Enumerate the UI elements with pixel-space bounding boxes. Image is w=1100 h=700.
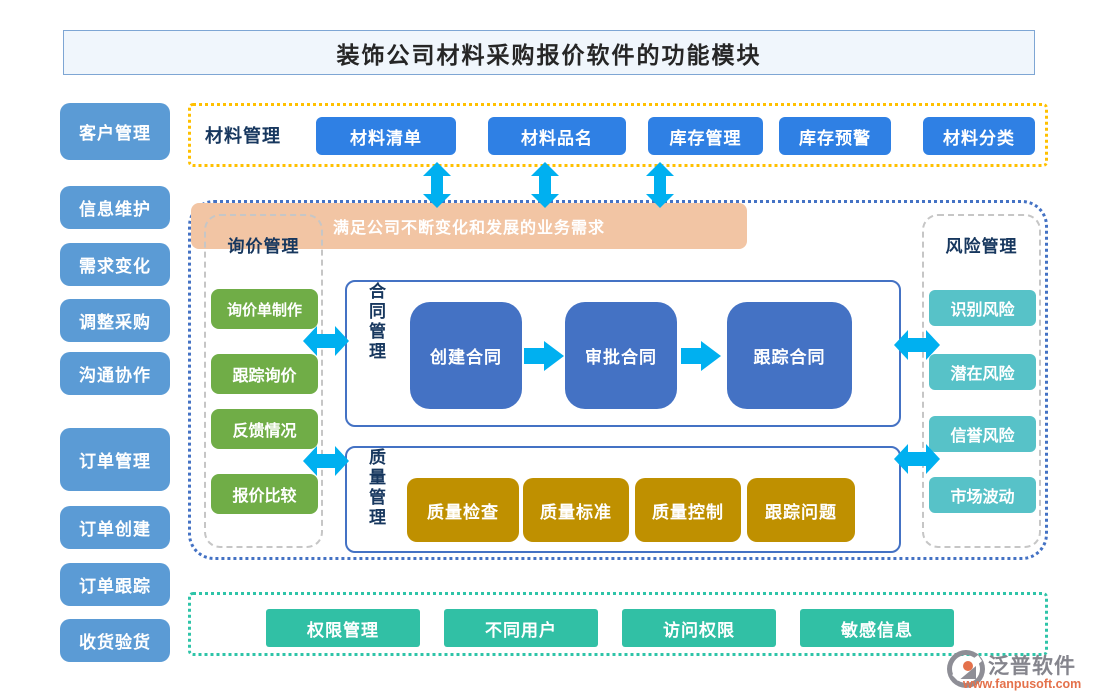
- quality-management-label: 质量管理: [366, 448, 385, 528]
- double-arrow-horizontal-icon: [894, 444, 940, 474]
- module-market-fluctuation: 市场波动: [929, 477, 1036, 513]
- sidebar-item-info-maintenance: 信息维护: [60, 186, 170, 229]
- material-management-section: 材料管理 材料清单 材料品名 库存管理 库存预警 材料分类: [188, 103, 1048, 167]
- risk-management-group: 风险管理 识别风险 潜在风险 信誉风险 市场波动: [922, 214, 1041, 548]
- module-quality-standard: 质量标准: [523, 478, 629, 542]
- footer-url: www.fanpusoft.com: [963, 677, 1082, 691]
- module-quality-control: 质量控制: [635, 478, 741, 542]
- contract-management-label: 合同管理: [366, 282, 385, 362]
- module-identify-risk: 识别风险: [929, 290, 1036, 326]
- sidebar-item-demand-change: 需求变化: [60, 243, 170, 286]
- sidebar-item-communication: 沟通协作: [60, 352, 170, 395]
- double-arrow-horizontal-icon: [303, 446, 349, 476]
- fanpu-logo-icon: [947, 650, 985, 688]
- step-approve-contract: 审批合同: [565, 302, 677, 409]
- sidebar-item-order-management: 订单管理: [60, 428, 170, 491]
- module-material-name: 材料品名: [488, 117, 626, 155]
- double-arrow-vertical-icon: [646, 162, 674, 208]
- double-arrow-horizontal-icon: [303, 326, 349, 356]
- module-sensitive-info: 敏感信息: [800, 609, 954, 647]
- core-business-section: 询价管理 询价单制作 跟踪询价 反馈情况 报价比较 满足公司不断变化和发展的业务…: [188, 200, 1048, 560]
- sidebar-item-order-create: 订单创建: [60, 506, 170, 549]
- flow-arrow-right-icon: [524, 341, 564, 371]
- sidebar-item-customer-management: 客户管理: [60, 103, 170, 160]
- flow-arrow-right-icon: [681, 341, 721, 371]
- module-inventory-management: 库存管理: [648, 117, 763, 155]
- inquiry-management-group: 询价管理 询价单制作 跟踪询价 反馈情况 报价比较: [204, 214, 323, 548]
- module-issue-tracking: 跟踪问题: [747, 478, 855, 542]
- quality-management-box: 质量管理 质量检查 质量标准 质量控制 跟踪问题: [345, 446, 901, 553]
- module-different-users: 不同用户: [444, 609, 598, 647]
- page-title: 装饰公司材料采购报价软件的功能模块: [63, 30, 1035, 75]
- step-track-contract: 跟踪合同: [727, 302, 852, 409]
- module-feedback-status: 反馈情况: [211, 409, 318, 449]
- module-reputation-risk: 信誉风险: [929, 416, 1036, 452]
- sidebar-item-receiving-inspection: 收货验货: [60, 619, 170, 662]
- material-management-label: 材料管理: [205, 126, 281, 146]
- sidebar-item-order-tracking: 订单跟踪: [60, 563, 170, 606]
- module-inventory-warning: 库存预警: [779, 117, 891, 155]
- sidebar-item-adjust-procurement: 调整采购: [60, 299, 170, 342]
- module-inquiry-sheet-creation: 询价单制作: [211, 289, 318, 329]
- module-material-category: 材料分类: [923, 117, 1035, 155]
- module-permission-management: 权限管理: [266, 609, 420, 647]
- module-material-list: 材料清单: [316, 117, 456, 155]
- double-arrow-vertical-icon: [531, 162, 559, 208]
- module-quote-comparison: 报价比较: [211, 474, 318, 514]
- footer-brand: 泛普软件: [988, 655, 1076, 678]
- module-potential-risk: 潜在风险: [929, 354, 1036, 390]
- step-create-contract: 创建合同: [410, 302, 522, 409]
- business-needs-banner: 满足公司不断变化和发展的业务需求: [191, 203, 747, 249]
- double-arrow-vertical-icon: [423, 162, 451, 208]
- risk-management-label: 风险管理: [945, 237, 1018, 256]
- module-access-rights: 访问权限: [622, 609, 776, 647]
- permission-section: 权限管理 不同用户 访问权限 敏感信息: [188, 592, 1048, 656]
- inquiry-management-label: 询价管理: [227, 237, 300, 256]
- module-inquiry-tracking: 跟踪询价: [211, 354, 318, 394]
- module-quality-inspection: 质量检查: [407, 478, 519, 542]
- contract-management-box: 合同管理 创建合同 审批合同 跟踪合同: [345, 280, 901, 427]
- double-arrow-horizontal-icon: [894, 330, 940, 360]
